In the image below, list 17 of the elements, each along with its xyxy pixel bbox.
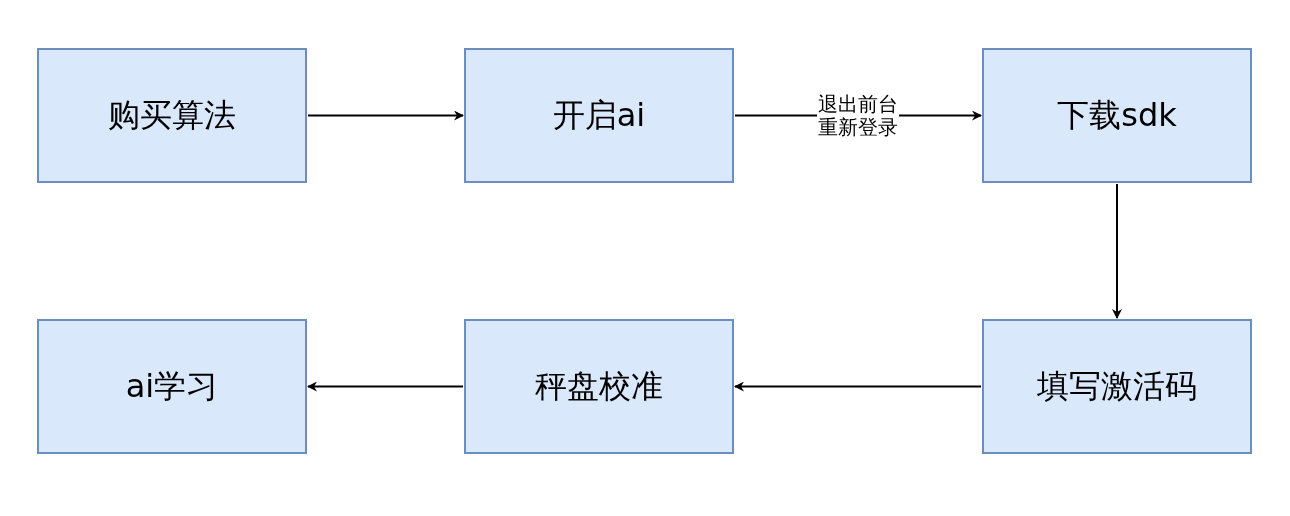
step-label: 填写激活码 xyxy=(1037,365,1197,407)
process-box xyxy=(982,319,1252,454)
arrow xyxy=(307,110,464,121)
step-label: 购买算法 xyxy=(108,94,236,136)
step-label: 下载sdk xyxy=(1057,94,1177,136)
step-label: ai学习 xyxy=(125,365,219,407)
process-box xyxy=(982,48,1252,183)
arrow xyxy=(307,381,464,392)
process-box xyxy=(464,48,734,183)
process-box xyxy=(464,319,734,454)
arrow xyxy=(734,381,982,392)
edge-label: 退出前台重新登录 xyxy=(817,92,899,139)
arrow xyxy=(1112,183,1122,319)
process-box xyxy=(37,319,307,454)
step-label: 开启ai xyxy=(552,94,646,136)
step-label: 秤盘校准 xyxy=(535,365,663,407)
process-box xyxy=(37,48,307,183)
